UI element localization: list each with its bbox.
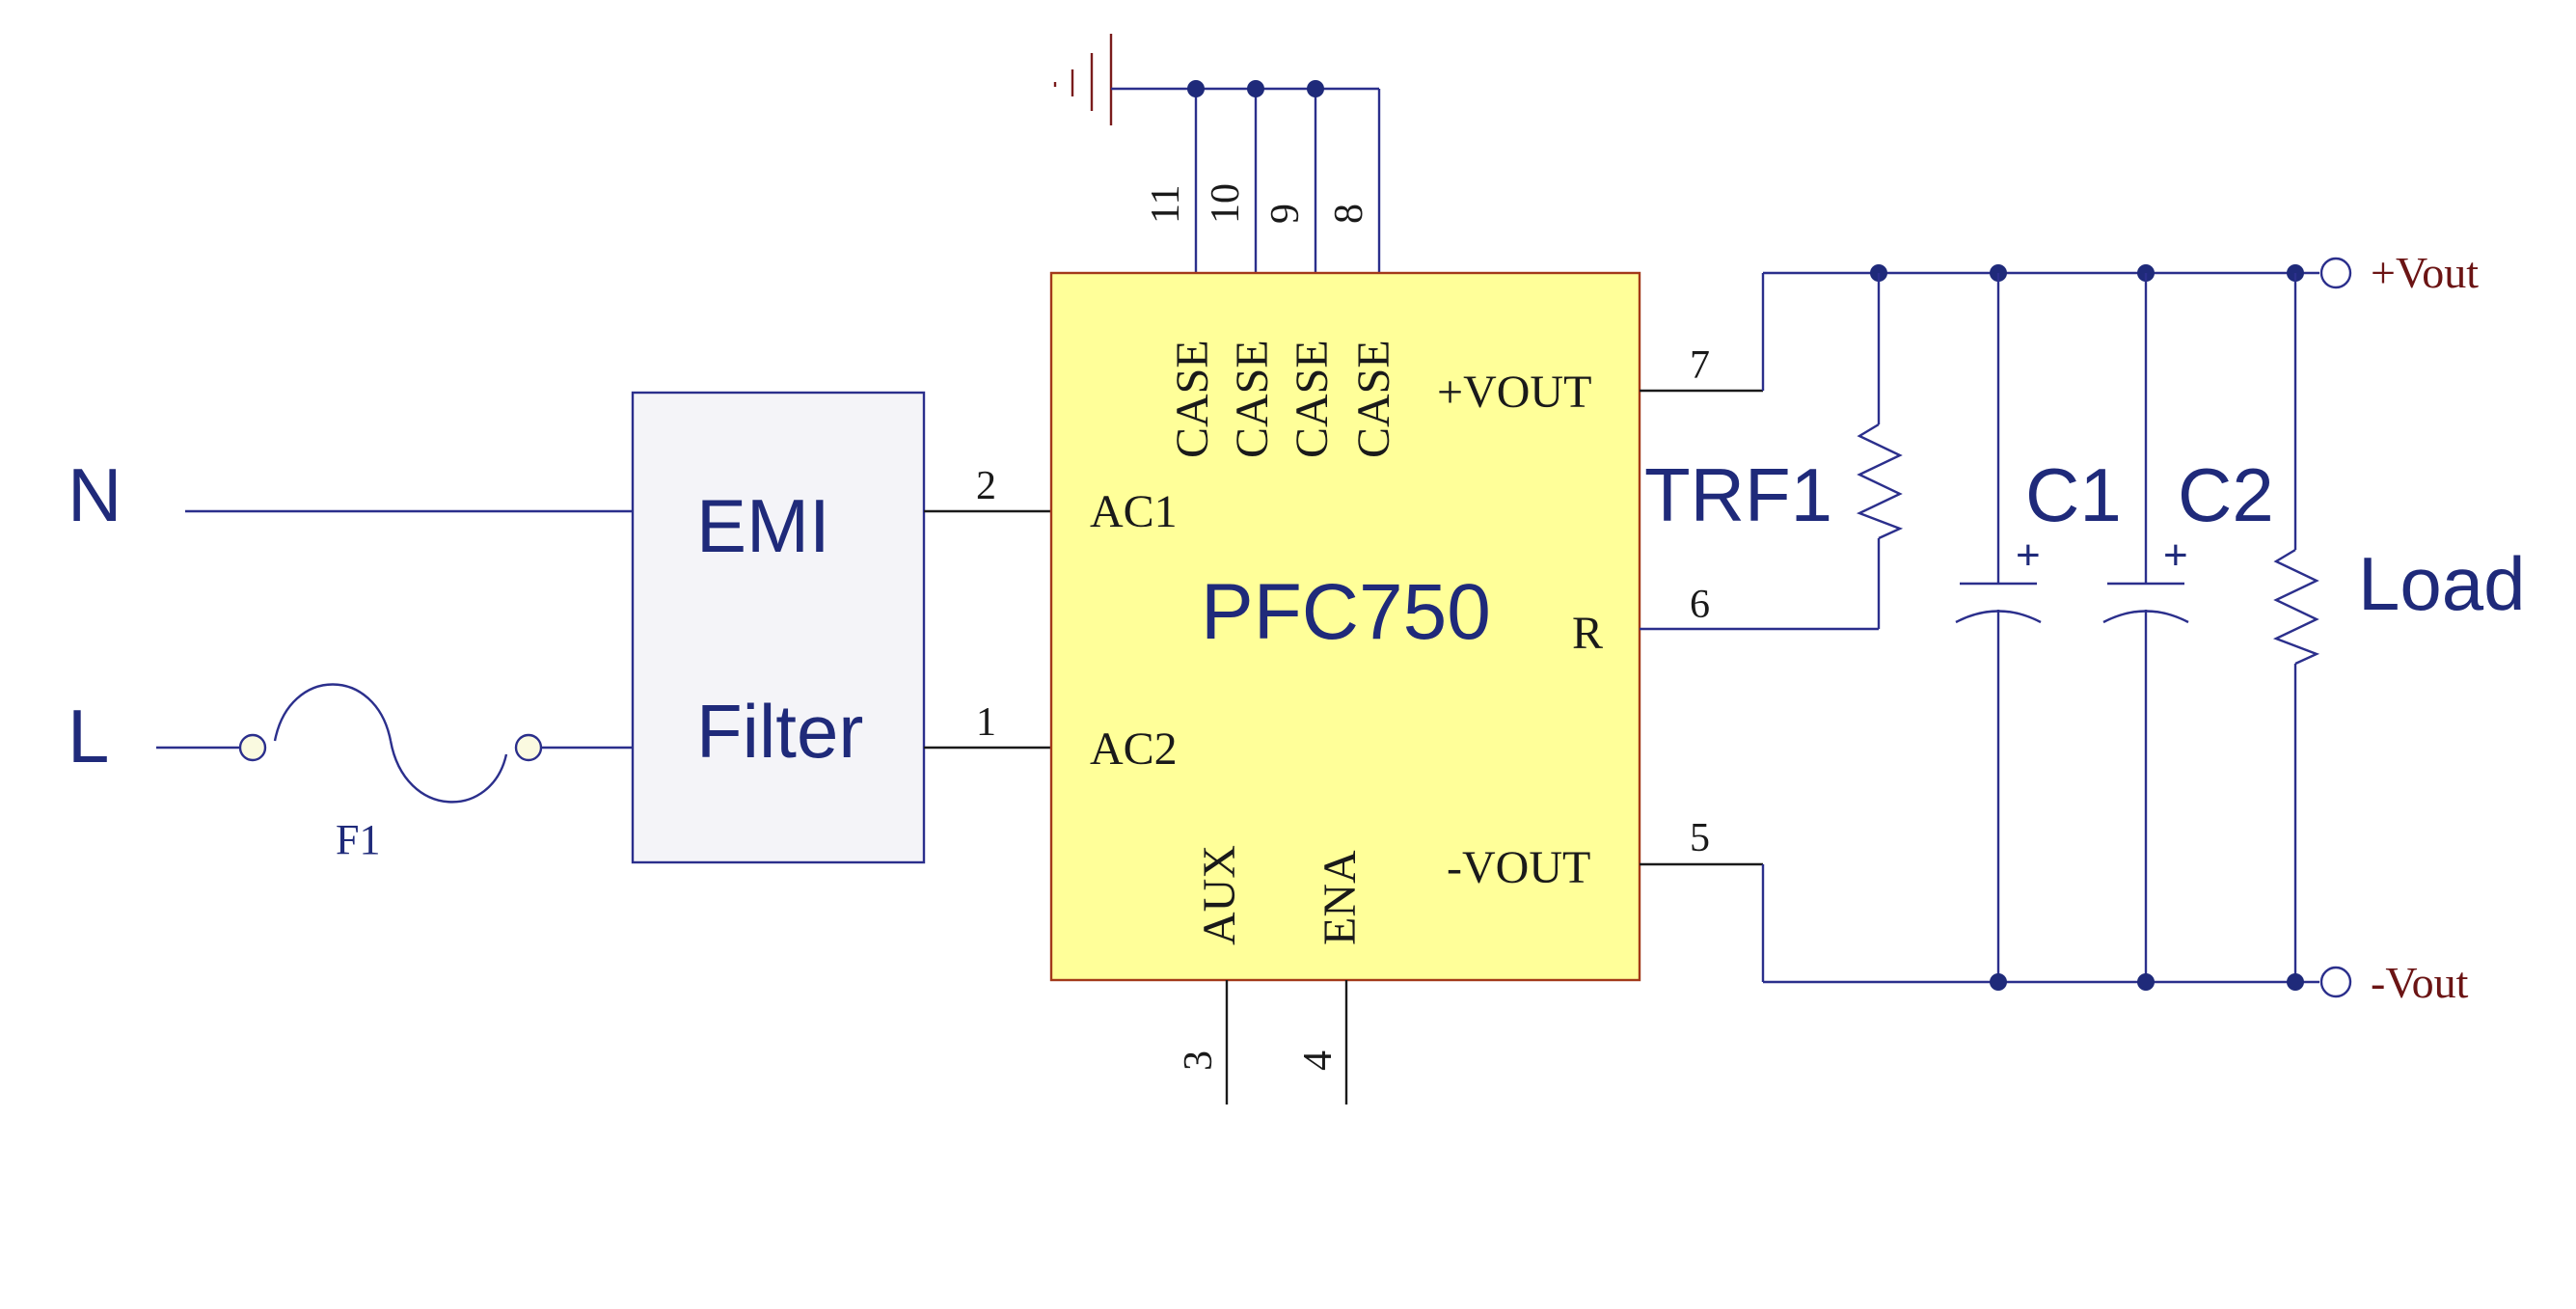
pin-num-ac1: 2 <box>976 464 996 508</box>
capacitor-c1 <box>1955 273 2042 982</box>
pin-label-case-11: CASE <box>1167 340 1218 458</box>
pin-label-case-8: CASE <box>1348 340 1399 458</box>
pin-label-vout-pos: +VOUT <box>1437 367 1591 418</box>
fuse-f1 <box>156 683 633 804</box>
pin-label-ac2: AC2 <box>1090 723 1178 775</box>
output-label-negative: -Vout <box>2371 958 2469 1007</box>
pin-label-ac1: AC1 <box>1090 486 1178 537</box>
pin-label-case-10: CASE <box>1227 340 1278 458</box>
pin-num-ac2: 1 <box>976 700 996 745</box>
pin-num-case-9: 9 <box>1263 204 1308 224</box>
ground-symbol <box>1053 34 1113 125</box>
pin-label-r: R <box>1572 608 1603 659</box>
capacitor-c2 <box>2102 273 2189 982</box>
pin-num-vout-neg: 5 <box>1690 816 1710 860</box>
pin-num-case-8: 8 <box>1327 204 1371 224</box>
pin-num-vout-pos: 7 <box>1690 343 1710 388</box>
ic-name-label: PFC750 <box>1201 568 1491 656</box>
c2-polarity-mark: + <box>2163 532 2188 579</box>
ic-pfc750 <box>1049 271 1641 982</box>
c1-polarity-mark: + <box>2016 532 2041 579</box>
pin-label-aux: AUX <box>1194 845 1245 945</box>
input-label-line: L <box>68 694 109 778</box>
trf1-resistor <box>1640 273 1904 631</box>
pin-num-aux: 3 <box>1177 1050 1221 1071</box>
pin-num-ena: 4 <box>1296 1050 1341 1071</box>
input-label-neutral: N <box>68 452 122 537</box>
case-ground-bus <box>1111 80 1381 273</box>
pin-num-r: 6 <box>1690 583 1710 627</box>
negative-output-terminal <box>2319 966 2352 998</box>
c2-label: C2 <box>2178 452 2274 537</box>
emi-filter-block <box>631 391 926 864</box>
load-resistor <box>2272 273 2320 982</box>
pin-label-ena: ENA <box>1315 850 1366 945</box>
emi-filter-label-1: EMI <box>696 483 830 568</box>
pin-label-case-9: CASE <box>1287 340 1338 458</box>
fuse-ref-label: F1 <box>336 816 380 863</box>
load-label: Load <box>2358 541 2526 626</box>
pin-label-vout-neg: -VOUT <box>1447 842 1590 893</box>
c1-label: C1 <box>2025 452 2122 537</box>
pin-num-case-10: 10 <box>1204 183 1248 224</box>
positive-output-terminal <box>2319 257 2352 289</box>
output-label-positive: +Vout <box>2371 248 2479 297</box>
trf1-label: TRF1 <box>1644 452 1832 537</box>
emi-filter-label-2: Filter <box>696 689 863 774</box>
pin-num-case-11: 11 <box>1144 185 1188 224</box>
